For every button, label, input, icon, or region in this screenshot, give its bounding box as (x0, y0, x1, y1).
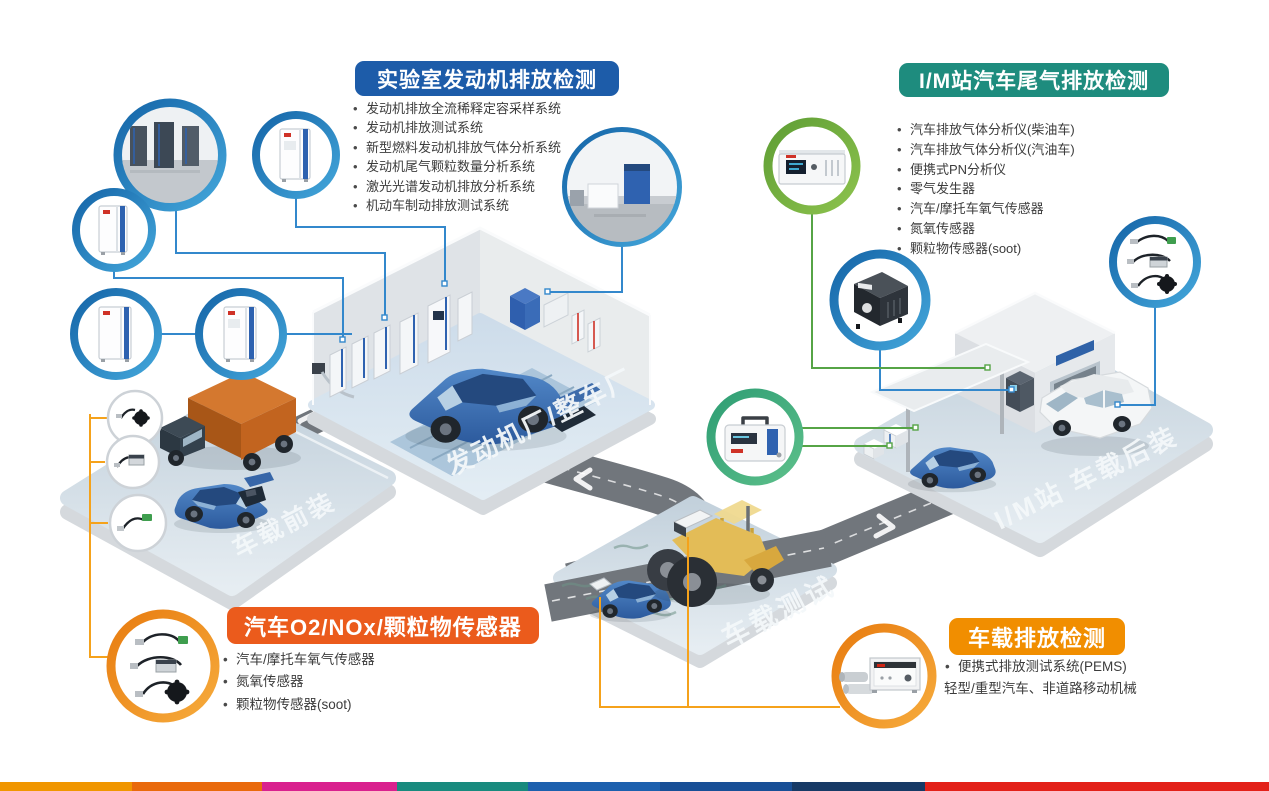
list-item-text: 激光光谱发动机排放分析系统 (366, 178, 536, 194)
sedan-open-hood (174, 472, 274, 533)
list-item: 便携式排放测试系统(PEMS) (944, 656, 1184, 678)
footer-segment (660, 782, 792, 791)
lab-section-title-badge: 实验室发动机排放检测 (355, 61, 619, 96)
list-item: 便携式PN分析仪 (896, 160, 1156, 180)
pems-device-circle (831, 623, 937, 729)
list-item: 氮氧传感器 (222, 671, 462, 694)
list-item-text: 便携式排放测试系统(PEMS) (958, 659, 1127, 674)
footer-segment (792, 782, 925, 791)
list-item: 发动机排放全流稀释定容采样系统 (352, 99, 632, 119)
list-item-text: 零气发生器 (910, 181, 976, 197)
footer-segment (397, 782, 528, 791)
list-item: 零气发生器 (896, 179, 1156, 199)
list-item: 颗粒物传感器(soot) (222, 694, 462, 717)
lab-equipment-list: 发动机排放全流稀释定容采样系统发动机排放测试系统新型燃料发动机排放气体分析系统发… (352, 99, 632, 216)
lab-line-photo-circle (113, 98, 227, 212)
road-test-sedan (589, 577, 672, 623)
flow-arrow-2 (573, 467, 593, 491)
im-van (1039, 371, 1153, 456)
footer-segment (262, 782, 397, 791)
im-section-title-badge: I/M站汽车尾气排放检测 (899, 63, 1170, 97)
list-item: 发动机排放测试系统 (352, 118, 632, 138)
tractor (647, 500, 784, 607)
test-cabinet-icon (98, 205, 128, 255)
cabinet-circle-1 (252, 111, 340, 199)
footer-segment (0, 782, 132, 791)
gas-analyzer-circle (763, 117, 861, 215)
list-item: 激光光谱发动机排放分析系统 (352, 177, 632, 197)
nox-sensor-icon (114, 454, 145, 468)
list-item: 发动机尾气颗粒数量分析系统 (352, 157, 632, 177)
test-cabinet-icon (279, 128, 311, 182)
portable-analyzer-circle (706, 388, 804, 486)
obd-note-text: 轻型/重型汽车、非道路移动机械 (944, 681, 1137, 696)
o2-sensor-callout (108, 493, 168, 553)
soot-sensor-icon (116, 408, 150, 427)
zero-gas-generator-circle (829, 249, 931, 351)
list-item: 汽车排放气体分析仪(汽油车) (896, 140, 1156, 160)
list-item: 汽车排放气体分析仪(柴油车) (896, 120, 1156, 140)
list-item: 氮氧传感器 (896, 219, 1156, 239)
obd-equipment-list: 便携式排放测试系统(PEMS) (944, 656, 1184, 678)
road-to-im-station (808, 478, 959, 569)
cabinet-circle-2 (72, 188, 156, 272)
list-item-text: 氮氧传感器 (910, 220, 976, 236)
list-item-text: 发动机尾气颗粒数量分析系统 (366, 159, 536, 175)
footer-segment (528, 782, 660, 791)
test-cabinet-icon (98, 306, 132, 362)
list-item-text: 新型燃料发动机排放气体分析系统 (366, 139, 562, 155)
footer-segment (925, 782, 1269, 791)
blue-connector-lines (113, 195, 1156, 406)
sensors-list: 汽车/摩托车氧气传感器氮氧传感器颗粒物传感器(soot) (222, 649, 462, 717)
list-item-text: 发动机排放测试系统 (366, 120, 484, 136)
flow-arrow-3 (873, 513, 896, 539)
factory-test-cabinets (312, 288, 601, 399)
orange-connector-lines (89, 414, 840, 708)
list-item-text: 机动车制动排放测试系统 (366, 198, 510, 214)
sensor-kit-icon (1127, 234, 1177, 294)
sensors-section-title-badge: 汽车O2/NOx/颗粒物传感器 (227, 607, 539, 644)
green-connector-lines (797, 210, 988, 447)
portable-analyzer-icon (724, 416, 786, 462)
gas-analyzer-icon (778, 150, 846, 185)
list-item-text: 颗粒物传感器(soot) (910, 240, 1022, 256)
nox-sensor-callout (105, 434, 161, 490)
list-item-text: 氮氧传感器 (236, 674, 304, 690)
list-item: 汽车/摩托车氧气传感器 (222, 649, 462, 672)
test-cell-sedan (405, 368, 602, 452)
list-item: 新型燃料发动机排放气体分析系统 (352, 138, 632, 158)
o2-sensor-icon (117, 514, 152, 531)
test-cabinet-icon (223, 306, 257, 362)
list-item: 颗粒物传感器(soot) (896, 239, 1156, 259)
list-item-text: 汽车排放气体分析仪(柴油车) (910, 122, 1075, 137)
footer-segment (132, 782, 262, 791)
cabinet-circle-4 (195, 288, 287, 380)
list-item: 机动车制动排放测试系统 (352, 196, 632, 216)
pems-device-icon (839, 657, 921, 694)
list-item-text: 颗粒物传感器(soot) (236, 696, 352, 712)
list-item-text: 汽车排放气体分析仪(汽油车) (910, 141, 1075, 157)
connector-nodes (339, 280, 1121, 449)
sensor-kit-circle-orange (106, 609, 220, 723)
zero-gas-generator-icon (854, 272, 908, 329)
list-item-text: 汽车/摩托车氧气传感器 (910, 201, 1044, 217)
obd-section-title-badge: 车载排放检测 (949, 618, 1126, 655)
im-equipment-list: 汽车排放气体分析仪(柴油车) 汽车排放气体分析仪(汽油车) 便携式PN分析仪零气发生… (896, 120, 1156, 259)
box-truck (160, 372, 301, 471)
list-item-text: 发动机排放全流稀释定容采样系统 (366, 101, 562, 116)
footer-color-strip (0, 782, 1269, 791)
list-item-text: 便携式PN分析仪 (910, 161, 1007, 177)
sensor-kit-icon (130, 633, 190, 705)
cabinet-circle-3 (70, 288, 162, 380)
list-item: 汽车/摩托车氧气传感器 (896, 199, 1156, 219)
list-item-text: 汽车/摩托车氧气传感器 (236, 652, 375, 667)
